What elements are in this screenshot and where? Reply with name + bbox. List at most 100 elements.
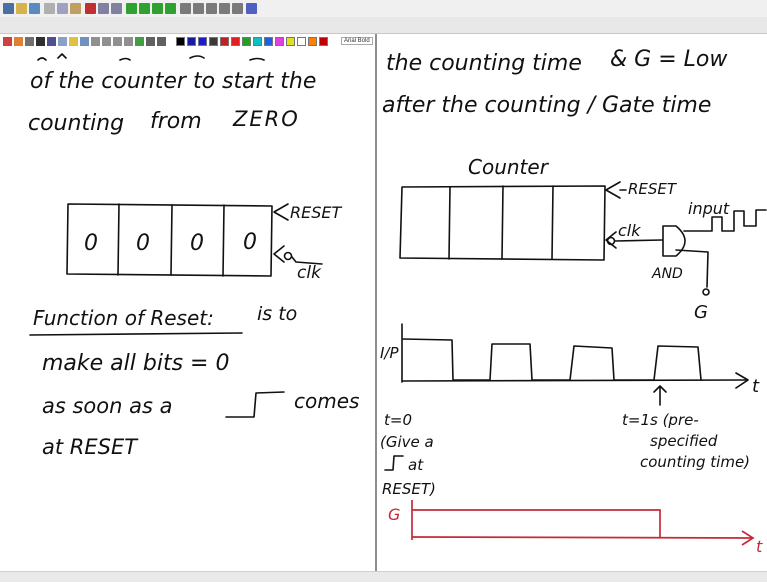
- right-reset-arrow: [605, 181, 621, 199]
- color-swatch[interactable]: [264, 37, 273, 46]
- function-rest: is to: [257, 303, 297, 325]
- t1-marker-arrow: [653, 385, 667, 406]
- input-label: input: [688, 199, 730, 218]
- right-clk-line: [614, 239, 663, 242]
- right-clk-label: clk: [618, 221, 641, 240]
- t1-label: t=1s (pre-: [622, 411, 699, 429]
- right-reset-label: RESET: [628, 180, 678, 198]
- color-swatch[interactable]: [286, 37, 295, 46]
- color-swatch[interactable]: [242, 37, 251, 46]
- pen-style-icon[interactable]: [157, 37, 166, 46]
- color-swatch[interactable]: [209, 37, 218, 46]
- eraser-icon[interactable]: [69, 37, 78, 46]
- g-time-axis: [411, 536, 753, 539]
- color-picker-icon[interactable]: [135, 37, 144, 46]
- pen-width-icon[interactable]: [146, 37, 155, 46]
- lasso-icon[interactable]: [113, 37, 122, 46]
- ruler-icon[interactable]: [102, 37, 111, 46]
- zoom-width-icon[interactable]: [219, 3, 230, 14]
- and-gate-g-line: [675, 249, 709, 288]
- give-a-edge-symbol: [384, 455, 404, 471]
- and-label: AND: [651, 266, 683, 282]
- g-t-label: t: [756, 537, 763, 556]
- left-bit-1: 0: [136, 231, 150, 256]
- left-clk-bubble: [283, 251, 293, 261]
- shape-tool-icon[interactable]: [80, 37, 89, 46]
- g-pin-bubble: [702, 288, 710, 296]
- select-tool-icon[interactable]: [58, 37, 67, 46]
- left-bit-0: 0: [84, 231, 98, 256]
- and-input-waveform: [683, 209, 767, 232]
- hand-icon[interactable]: [124, 37, 133, 46]
- specified-label: specified: [650, 432, 718, 450]
- zoom-page-icon[interactable]: [232, 3, 243, 14]
- save-icon[interactable]: [29, 3, 40, 14]
- color-swatch[interactable]: [308, 37, 317, 46]
- last-page-icon[interactable]: [165, 3, 176, 14]
- right-line-1b: & G = Low: [610, 47, 728, 72]
- color-swatch[interactable]: [275, 37, 284, 46]
- left-line-2b: from: [150, 109, 202, 134]
- color-swatch[interactable]: [319, 37, 328, 46]
- left-counter-block: [66, 203, 273, 277]
- new-icon[interactable]: [3, 3, 14, 14]
- handwritten-notes: of the counter to start the counting fro…: [28, 34, 767, 581]
- g-waveform: [412, 509, 661, 537]
- left-bit-2: 0: [190, 231, 204, 256]
- left-clk-line: [291, 256, 323, 265]
- drawing-toolbar: Arial Bold: [0, 17, 767, 46]
- color-swatch[interactable]: [253, 37, 262, 46]
- line-icon[interactable]: [25, 37, 34, 46]
- highlighter-icon[interactable]: [14, 37, 23, 46]
- text-tool-icon[interactable]: [36, 37, 45, 46]
- g-timing-label: G: [388, 505, 400, 524]
- zoom-fit-icon[interactable]: [206, 3, 217, 14]
- g-input-label: G: [694, 302, 708, 323]
- reset-close-label: RESET): [382, 480, 436, 498]
- color-swatch[interactable]: [297, 37, 306, 46]
- pen-icon[interactable]: [3, 37, 12, 46]
- counter-title: Counter: [468, 155, 550, 179]
- t0-label: t=0: [384, 411, 412, 429]
- color-swatch[interactable]: [198, 37, 207, 46]
- left-line-1: of the counter to start the: [30, 69, 316, 94]
- redo-icon[interactable]: [111, 3, 122, 14]
- function-title: Function of Reset:: [33, 306, 214, 330]
- function-underline: [29, 332, 243, 336]
- rising-edge-symbol: [225, 391, 285, 418]
- cut-off-text-top-left: [37, 53, 265, 61]
- soon-line-b: comes: [294, 389, 359, 413]
- image-tool-icon[interactable]: [47, 37, 56, 46]
- zoom-out-icon[interactable]: [193, 3, 204, 14]
- color-swatch[interactable]: [187, 37, 196, 46]
- color-swatch[interactable]: [220, 37, 229, 46]
- page-view-icon[interactable]: [246, 3, 257, 14]
- font-name-field[interactable]: Arial Bold: [341, 37, 373, 45]
- open-icon[interactable]: [16, 3, 27, 14]
- prev-page-icon[interactable]: [139, 3, 150, 14]
- next-page-icon[interactable]: [152, 3, 163, 14]
- zoom-in-icon[interactable]: [180, 3, 191, 14]
- left-clk-arrow: [273, 245, 285, 263]
- left-line-2a: counting: [28, 111, 124, 136]
- at-label: at: [408, 456, 424, 474]
- first-page-icon[interactable]: [126, 3, 137, 14]
- color-swatch[interactable]: [176, 37, 185, 46]
- whiteboard-canvas[interactable]: of the counter to start the counting fro…: [0, 34, 767, 581]
- copy-icon[interactable]: [57, 3, 68, 14]
- right-clk-arrow: [605, 231, 617, 249]
- paste-icon[interactable]: [70, 3, 81, 14]
- cut-icon[interactable]: [44, 3, 55, 14]
- delete-icon[interactable]: [85, 3, 96, 14]
- left-clk-label: clk: [297, 263, 322, 283]
- color-swatch[interactable]: [231, 37, 240, 46]
- soon-line-a: as soon as a: [42, 394, 172, 418]
- ip-label: I/P: [380, 344, 399, 362]
- left-bit-3: 0: [243, 230, 257, 255]
- g-axis-arrowhead: [741, 530, 755, 546]
- undo-icon[interactable]: [98, 3, 109, 14]
- grid-icon[interactable]: [91, 37, 100, 46]
- left-reset-arrow: [273, 203, 289, 221]
- make-all-bits-line: make all bits = 0: [42, 351, 229, 376]
- at-reset-line: at RESET: [42, 435, 139, 459]
